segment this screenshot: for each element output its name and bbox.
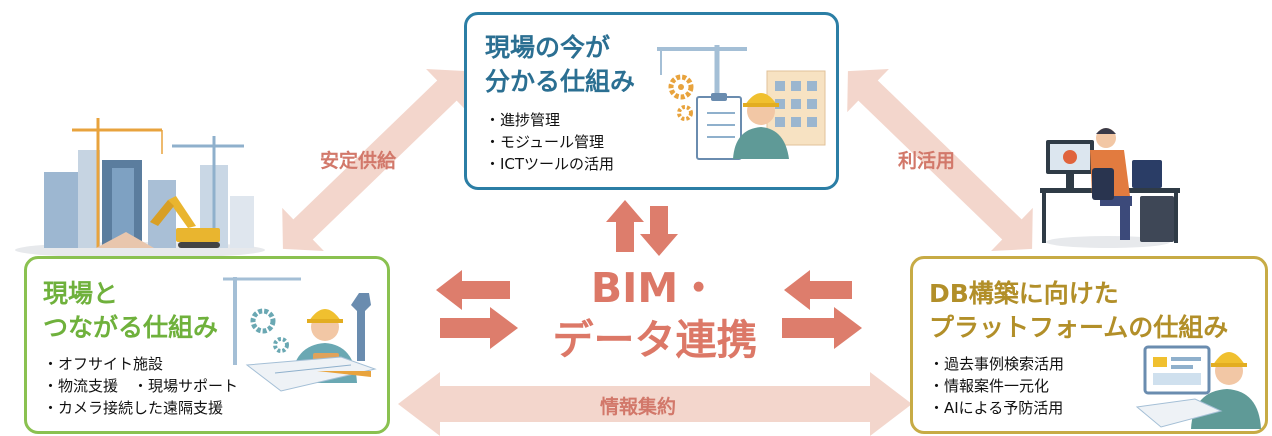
list-item: ・過去事例検索活用: [929, 355, 1065, 373]
flow-label-usage: 利活用: [898, 150, 956, 172]
card-left-list: ・オフサイト施設 ・物流支援 ・現場サポート ・カメラ接続した遠隔支援: [43, 353, 238, 419]
card-top-site-now: 現場の今が 分かる仕組み ・進捗管理 ・モジュール管理 ・ICTツールの活用: [464, 12, 839, 190]
card-right-list: ・過去事例検索活用 ・情報案件一元化 ・AIによる予防活用: [929, 353, 1064, 419]
list-item: ・ICTツールの活用: [485, 155, 615, 173]
supply-arrow: [282, 68, 468, 252]
list-item: ・物流支援 ・現場サポート: [43, 377, 239, 395]
list-item: ・進捗管理: [485, 111, 561, 129]
list-item: ・情報案件一元化: [929, 377, 1050, 395]
tablet-worker-illustration: [1135, 345, 1261, 429]
list-item: ・カメラ接続した遠隔支援: [43, 399, 224, 417]
card-top-title: 現場の今が 分かる仕組み: [485, 33, 636, 96]
worker-clipboard-illustration: [657, 45, 826, 160]
card-top-list: ・進捗管理 ・モジュール管理 ・ICTツールの活用: [485, 109, 614, 175]
flow-label-aggregation: 情報集約: [600, 396, 677, 418]
list-item: ・AIによる予防活用: [929, 399, 1064, 417]
center-label-bim-data: BIM・ データ連携: [552, 264, 758, 364]
worker-blueprint-illustration: [223, 277, 377, 392]
aggregation-arrow: [398, 372, 912, 436]
card-left-site-connection: 現場と つながる仕組み ・オフサイト施設 ・物流支援 ・現場サポート ・カメラ接…: [24, 256, 390, 434]
construction-site-illustration: [15, 118, 265, 258]
flow-label-supply: 安定供給: [320, 150, 397, 172]
desk-worker-illustration: [1040, 128, 1180, 248]
card-left-title: 現場と つながる仕組み: [43, 279, 219, 342]
left-exchange-arrows: [436, 270, 518, 349]
list-item: ・モジュール管理: [485, 133, 604, 151]
list-item: ・オフサイト施設: [43, 355, 164, 373]
card-right-db-platform: DB構築に向けた プラットフォームの仕組み ・過去事例検索活用 ・情報案件一元化…: [910, 256, 1268, 434]
up-down-arrows: [606, 200, 678, 256]
card-right-title: DB構築に向けた プラットフォームの仕組み: [929, 279, 1229, 342]
right-exchange-arrows: [782, 270, 862, 349]
usage-arrow: [847, 68, 1033, 252]
